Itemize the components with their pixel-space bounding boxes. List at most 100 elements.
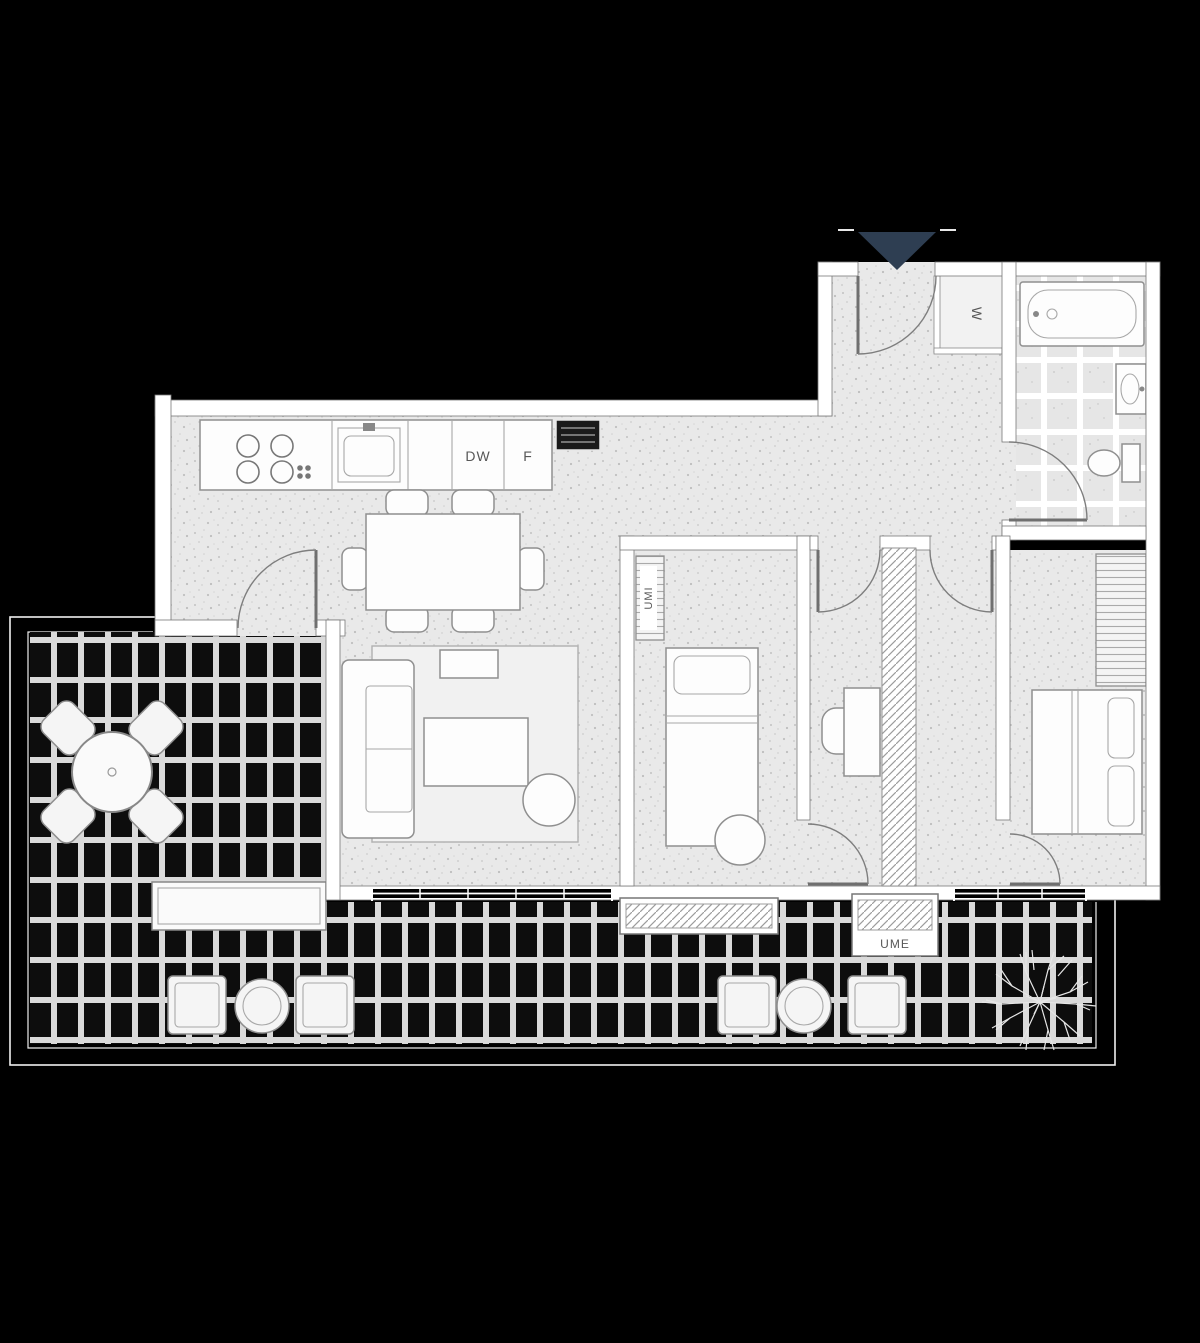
toilet-tank: [1121, 443, 1141, 483]
threshold: [1002, 442, 1016, 520]
bathtub-drain: [1046, 308, 1058, 320]
outdoor-unit-ume: [851, 893, 939, 957]
basin-tap: [1139, 386, 1145, 392]
wardrobe-label-bg: [640, 566, 657, 630]
pillow: [1107, 697, 1135, 759]
wall: [796, 535, 811, 821]
windows: [371, 887, 1087, 901]
ottoman-inner: [242, 986, 282, 1026]
outdoor-unit-label: UME: [880, 937, 910, 951]
threshold: [237, 620, 316, 636]
dining-chair: [517, 547, 545, 591]
wall: [809, 535, 819, 551]
bedroom-2-door: [1009, 833, 1061, 886]
lounge-set-right: [717, 975, 907, 1035]
living-room: [341, 645, 579, 843]
vent-grille: [561, 427, 595, 443]
wall: [817, 261, 833, 417]
bathtub: [1019, 281, 1145, 347]
toilet: [1087, 443, 1141, 483]
wardrobe: [1095, 553, 1147, 687]
labels: W DW F UMI UME: [465, 307, 985, 951]
side-table: [522, 773, 576, 827]
dining-chair: [385, 489, 429, 517]
bed-double: [1031, 689, 1143, 835]
desk: [843, 687, 881, 777]
wall: [154, 619, 238, 637]
bathtub-faucet: [1033, 311, 1039, 317]
coffee-table: [423, 717, 529, 787]
threshold: [818, 536, 880, 550]
lounge-seat: [295, 975, 355, 1035]
outdoor-dining-set: [40, 700, 184, 844]
wall: [154, 394, 172, 637]
bedroom-1-door: [807, 823, 869, 886]
bedroom-window: [953, 887, 1087, 901]
wall: [619, 535, 811, 551]
corridor-door-left: [816, 549, 881, 613]
wall: [1145, 261, 1161, 901]
threshold: [996, 820, 1010, 886]
lounge-seat: [167, 975, 227, 1035]
lounge-set-left: [167, 975, 355, 1035]
kitchen-sink: [337, 423, 401, 483]
wall: [995, 535, 1011, 821]
burner: [270, 460, 294, 484]
wall: [619, 535, 635, 887]
washbasin: [1115, 363, 1147, 415]
kitchen-counter: [199, 419, 553, 491]
wardrobe-label: UMI: [643, 586, 655, 609]
lounge-seat: [847, 975, 907, 1035]
wall: [934, 261, 1161, 277]
fridge-label: F: [523, 448, 533, 464]
entrance: [838, 229, 956, 270]
lounge-seat-cushion: [302, 982, 348, 1028]
entrance-arrow: [858, 232, 936, 270]
terrace-door: [237, 549, 318, 629]
pillow: [1107, 765, 1135, 827]
wall: [154, 399, 833, 417]
dining-area: [341, 489, 545, 633]
bedroom-2: [1031, 553, 1147, 835]
outdoor-table: [71, 731, 153, 813]
wall: [817, 261, 859, 277]
tree: [981, 949, 1097, 1051]
entry-door: [856, 275, 937, 355]
toilet-bowl: [1087, 449, 1121, 477]
bed-single: [665, 647, 759, 847]
lounge-seat: [717, 975, 777, 1035]
terrace: [9, 616, 1116, 1066]
parasol-hole: [107, 767, 117, 777]
threshold: [797, 820, 810, 886]
closet-wall: [933, 347, 1003, 355]
kitchen: [199, 419, 601, 491]
wall: [991, 535, 997, 551]
dining-chair: [451, 489, 495, 517]
doors: [237, 275, 1088, 886]
tree-core: [1025, 985, 1057, 1015]
tv-bench: [439, 649, 499, 679]
washer-label: W: [969, 307, 985, 321]
sofa: [341, 659, 415, 839]
faucet: [363, 423, 375, 431]
lounge-seat-cushion: [854, 982, 900, 1028]
pillow: [673, 655, 751, 695]
lounge-seat-cushion: [724, 982, 770, 1028]
burner: [236, 460, 260, 484]
stove-knob: [305, 465, 311, 471]
bedroom-1: [635, 555, 766, 866]
terrace-bench: [151, 881, 327, 931]
dining-table: [365, 513, 521, 611]
threshold: [930, 536, 992, 550]
planter: [619, 897, 779, 935]
lounge-seat-cushion: [174, 982, 220, 1028]
stove: [236, 434, 311, 484]
living-room-window: [371, 887, 613, 901]
bench: [151, 881, 327, 931]
washer-closet-floor: [940, 276, 1002, 348]
stool: [714, 814, 766, 866]
dining-chair: [341, 547, 369, 591]
shaft: [881, 547, 917, 887]
